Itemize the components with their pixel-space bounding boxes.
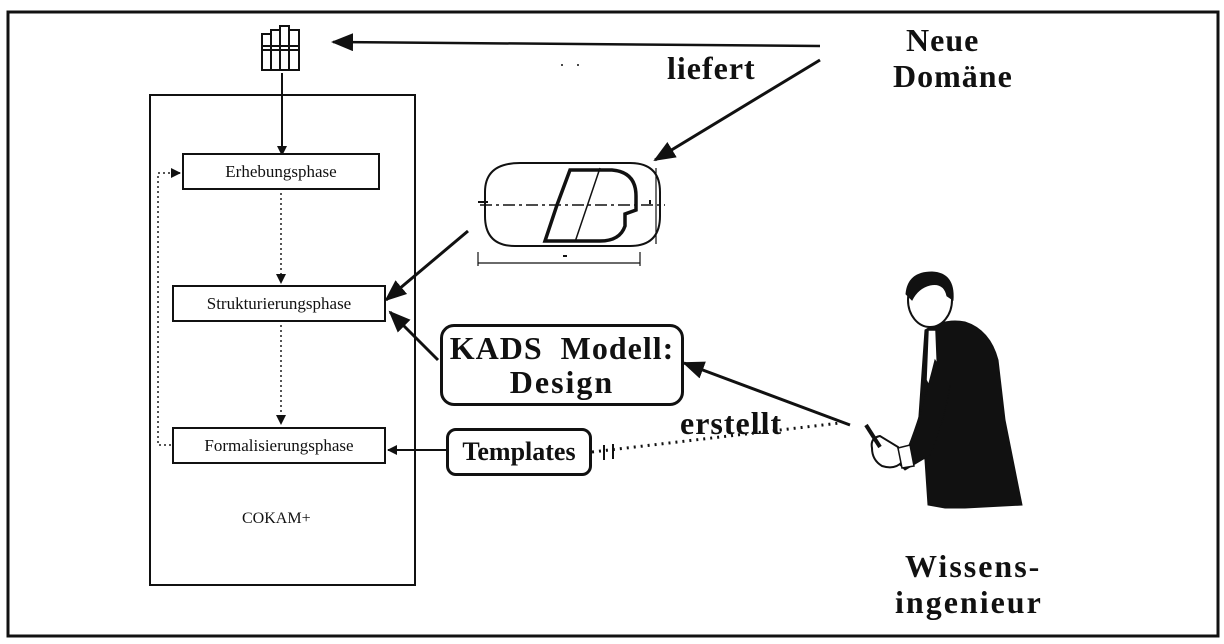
kads-line1: KADS Modell: bbox=[449, 330, 675, 366]
phase-erhebung[interactable]: Erhebungsphase bbox=[182, 153, 380, 190]
knowledge-engineer-figure bbox=[864, 271, 1023, 509]
phase-formalisierung[interactable]: Formalisierungsphase bbox=[172, 427, 386, 464]
domain-label-line2: Domäne bbox=[893, 58, 1013, 94]
templates-box[interactable]: Templates bbox=[446, 428, 592, 476]
phase-strukturierung-label: Strukturierungsphase bbox=[206, 293, 352, 313]
erstellt-label: erstellt bbox=[680, 405, 783, 441]
engineer-label-line1: Wissens- bbox=[905, 548, 1042, 584]
templates-label: Templates bbox=[462, 437, 576, 466]
kads-model-box[interactable]: KADS Modell: Design bbox=[440, 324, 684, 406]
liefert-label: liefert bbox=[667, 50, 756, 86]
outer-frame bbox=[6, 10, 1220, 638]
phase-erhebung-label: Erhebungsphase bbox=[225, 161, 337, 181]
car-body-drawing-icon bbox=[477, 162, 665, 266]
books-icon bbox=[261, 25, 300, 71]
phase-strukturierung[interactable]: Strukturierungsphase bbox=[172, 285, 386, 322]
engineer-label-line2: ingenieur bbox=[895, 584, 1043, 620]
phase-formalisierung-label: Formalisierungsphase bbox=[204, 435, 354, 455]
cokam-label: COKAM+ bbox=[242, 510, 311, 527]
kads-line2: Design bbox=[509, 364, 615, 400]
domain-label-line1: Neue bbox=[906, 22, 980, 58]
